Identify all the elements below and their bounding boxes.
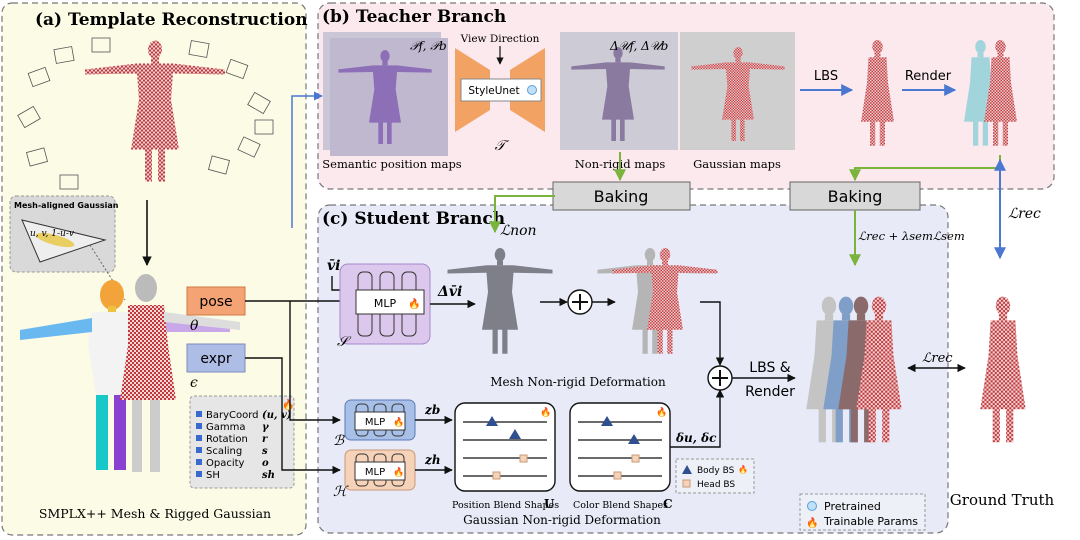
position-blend-label: Position Blend Shapes [452,500,559,511]
param-name-0: BaryCoord [206,410,259,421]
non-rigid-symbol: Δ𝒰f, Δ𝒰b [609,39,668,53]
expr-label: expr [200,351,232,367]
gaussian-maps-label: Gaussian maps [693,157,781,171]
rigged-gaussian [120,274,240,472]
lbs-render-label-1: LBS & [749,360,790,376]
lbs-render-label-2: Render [745,384,795,400]
inset-formula: u, v, 1-u-v [30,229,74,239]
loss-non: ℒnon [500,223,537,239]
panel-template-title: (a) Template Reconstruction [35,10,308,30]
semantic-maps-label: Semantic position maps [322,157,462,171]
baking-left-label: Baking [594,187,649,206]
param-bullet [196,471,202,477]
position-blend-symbol: U [544,497,555,511]
b-mlp-label: MLP [365,417,385,428]
h-symbol: ℋ [333,484,349,500]
s-mlp-label: MLP [374,297,397,310]
pretrained-icon [807,501,817,511]
baking-right-label: Baking [828,187,883,206]
pose-label: pose [199,294,232,310]
params-legend [799,493,926,531]
vbar-label: v̄i [327,258,340,274]
body-bs-fire-icon: 🔥 [738,464,748,474]
param-symbol-2: r [262,434,268,445]
loss-rec-sem: ℒrec + λsemℒsem [858,229,965,243]
inset-title: Mesh-aligned Gaussian [14,201,119,210]
gaussian-deform-label: Gaussian Non-rigid Deformation [463,513,661,527]
semantic-maps-symbol: 𝒫f, 𝒫b [410,39,447,53]
head-bs-label: Head BS [697,480,735,490]
h-fire-icon: 🔥 [393,466,404,478]
zb-label: zb [424,403,440,417]
pose-symbol: θ [190,318,199,334]
param-bullet [196,459,202,465]
delta-uc-label: δu, δc [675,431,717,445]
lbs-label: LBS [814,69,838,84]
pos-blend-fire-icon: 🔥 [540,406,551,418]
trainable-label: Trainable Params [823,515,918,528]
template-caption: SMPLX++ Mesh & Rigged Gaussian [39,506,271,521]
param-symbol-3: s [262,446,268,457]
param-symbol-4: o [262,458,269,469]
mesh-deform-label: Mesh Non-rigid Deformation [490,375,666,389]
param-bullet [196,423,202,429]
h-mlp-label: MLP [365,467,385,478]
camera-ring [17,37,274,190]
panel-teacher-title: (b) Teacher Branch [322,7,506,27]
param-bullet [196,411,202,417]
param-name-2: Rotation [206,434,248,445]
color-blend-label: Color Blend Shapes [573,500,668,511]
param-symbol-0: (u, v) [262,410,292,421]
position-blend-box [454,402,556,492]
loss-rec-vertical: ℒrec [1008,206,1041,222]
styleunet-pretrained-icon [527,85,537,95]
b-symbol: ℬ [333,433,345,449]
ground-truth-label: Ground Truth [950,491,1055,509]
s-fire-icon: 🔥 [408,297,420,310]
zh-label: zh [424,453,441,467]
param-name-5: SH [206,470,220,481]
render-label: Render [905,69,952,84]
param-name-4: Opacity [206,458,245,469]
baking-right-box [789,181,921,211]
param-name-1: Gamma [206,422,246,433]
baking-left-box [552,181,691,211]
color-blend-fire-icon: 🔥 [656,406,667,418]
params-fire-icon: 🔥 [282,398,294,411]
param-name-3: Scaling [206,446,242,457]
color-blend-symbol: C [663,497,673,511]
trainable-fire-icon: 🔥 [806,516,818,529]
loss-rec-horizontal: ℒrec [922,351,953,366]
param-symbol-5: sh [262,470,275,481]
b-fire-icon: 🔥 [393,416,404,428]
styleunet-label: StyleUnet [468,85,519,97]
param-symbol-1: γ [262,422,269,433]
params-box [189,395,295,489]
ground-truth-avatar [980,296,1026,443]
body-bs-label: Body BS [697,466,735,476]
param-bullet [196,435,202,441]
delta-vbar-label: Δv̄i [437,284,462,300]
panel-student-title: (c) Student Branch [322,209,505,229]
styleunet-box [460,78,542,102]
param-bullet [196,447,202,453]
pretrained-label: Pretrained [824,500,881,513]
view-direction-label: View Direction [460,33,540,45]
expr-symbol: ϵ [190,375,198,391]
